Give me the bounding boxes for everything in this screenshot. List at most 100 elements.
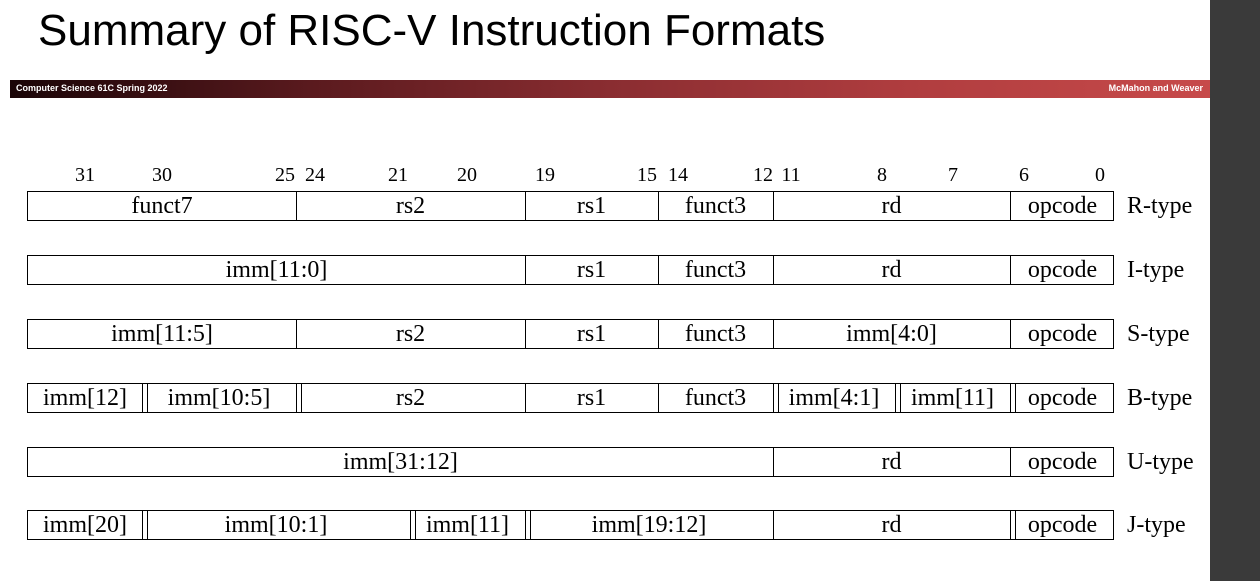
field-rd: rd xyxy=(881,512,902,538)
field-rs2: rs2 xyxy=(395,193,426,219)
field-rd: rd xyxy=(881,449,902,475)
field-rs1: rs1 xyxy=(576,193,607,219)
format-row-u-type: imm[31:12] rd opcode xyxy=(27,447,1114,477)
field-imm-11: imm[11] xyxy=(425,512,510,538)
field-opcode: opcode xyxy=(1027,385,1098,411)
field-imm-31-12: imm[31:12] xyxy=(343,449,458,475)
field-imm-20: imm[20] xyxy=(43,512,127,538)
field-separator xyxy=(900,384,901,412)
bit-label: 6 xyxy=(1019,164,1029,186)
field-separator xyxy=(410,511,411,539)
format-row-r-type: funct7 rs2 rs1 funct3 rd opcode xyxy=(27,191,1114,221)
format-name: U-type xyxy=(1127,449,1194,475)
field-separator xyxy=(296,320,297,348)
bit-label: 25 xyxy=(275,164,295,186)
field-opcode: opcode xyxy=(1027,193,1098,219)
field-separator xyxy=(658,192,659,220)
field-rs2: rs2 xyxy=(395,385,426,411)
course-name: Computer Science 61C Spring 2022 xyxy=(16,83,168,93)
format-name: S-type xyxy=(1127,321,1190,347)
field-separator xyxy=(773,256,774,284)
bit-label: 24 xyxy=(305,164,325,186)
format-row-i-type: imm[11:0] rs1 funct3 rd opcode xyxy=(27,255,1114,285)
field-imm-10-5: imm[10:5] xyxy=(167,385,271,411)
bit-label: 20 xyxy=(457,164,477,186)
authors: McMahon and Weaver xyxy=(1108,83,1203,93)
bit-label: 7 xyxy=(948,164,958,186)
bit-label: 21 xyxy=(388,164,408,186)
field-separator xyxy=(1010,256,1011,284)
field-rs1: rs1 xyxy=(576,257,607,283)
bit-label: 14 xyxy=(668,164,688,186)
field-funct7: funct7 xyxy=(131,193,193,219)
field-opcode: opcode xyxy=(1027,321,1098,347)
field-separator xyxy=(658,384,659,412)
format-name: J-type xyxy=(1127,512,1186,538)
field-separator xyxy=(1010,192,1011,220)
field-separator xyxy=(525,256,526,284)
field-imm-19-12: imm[19:12] xyxy=(591,512,707,538)
format-row-j-type: imm[20] imm[10:1] imm[11] imm[19:12] rd opcod… xyxy=(27,510,1114,540)
field-separator xyxy=(1010,320,1011,348)
slide: Summary of RISC-V Instruction Formats Co… xyxy=(10,6,1210,540)
field-opcode: opcode xyxy=(1027,449,1098,475)
field-imm-12: imm[12] xyxy=(43,385,127,411)
field-separator xyxy=(525,511,526,539)
field-funct3: funct3 xyxy=(684,257,747,283)
field-separator xyxy=(773,192,774,220)
field-opcode: opcode xyxy=(1027,257,1098,283)
field-separator xyxy=(1015,511,1016,539)
field-funct3: funct3 xyxy=(684,385,747,411)
field-separator xyxy=(530,511,531,539)
field-separator xyxy=(147,384,148,412)
bit-label: 19 xyxy=(535,164,555,186)
course-banner: Computer Science 61C Spring 2022 McMahon… xyxy=(10,80,1210,98)
field-separator xyxy=(415,511,416,539)
field-separator xyxy=(658,256,659,284)
field-separator xyxy=(1010,448,1011,476)
format-row-s-type: imm[11:5] rs2 rs1 funct3 imm[4:0] opcode xyxy=(27,319,1114,349)
field-rs1: rs1 xyxy=(576,385,607,411)
field-separator xyxy=(142,384,143,412)
field-imm-11: imm[11] xyxy=(910,385,995,411)
field-separator xyxy=(525,384,526,412)
field-separator xyxy=(296,192,297,220)
field-separator xyxy=(1015,384,1016,412)
field-separator xyxy=(142,511,143,539)
field-rd: rd xyxy=(881,193,902,219)
field-separator xyxy=(296,384,297,412)
field-funct3: funct3 xyxy=(684,193,747,219)
field-rs1: rs1 xyxy=(576,321,607,347)
field-separator xyxy=(1010,384,1011,412)
field-separator xyxy=(773,511,774,539)
format-name: R-type xyxy=(1127,193,1193,219)
field-separator xyxy=(778,384,779,412)
format-row-b-type: imm[12] imm[10:5] rs2 rs1 funct3 imm[4:1] imm[… xyxy=(27,383,1114,413)
field-rd: rd xyxy=(881,257,902,283)
field-imm-4-0: imm[4:0] xyxy=(846,321,937,347)
field-separator xyxy=(525,320,526,348)
bit-label: 8 xyxy=(877,164,887,186)
field-imm-4-1: imm[4:1] xyxy=(788,385,880,411)
bit-label: 15 xyxy=(637,164,657,186)
bit-label: 12 xyxy=(753,164,773,186)
field-imm-11-5: imm[11:5] xyxy=(111,321,213,347)
field-imm-10-1: imm[10:1] xyxy=(224,512,328,538)
field-separator xyxy=(147,511,148,539)
format-name: I-type xyxy=(1127,257,1185,283)
field-funct3: funct3 xyxy=(684,321,747,347)
field-separator xyxy=(525,192,526,220)
slide-title: Summary of RISC-V Instruction Formats xyxy=(38,6,826,55)
field-separator xyxy=(301,384,302,412)
field-separator xyxy=(1010,511,1011,539)
field-separator xyxy=(895,384,896,412)
field-imm-11-0: imm[11:0] xyxy=(225,257,328,283)
format-name: B-type xyxy=(1127,385,1193,411)
field-separator xyxy=(773,448,774,476)
field-opcode: opcode xyxy=(1027,512,1098,538)
bit-label: 30 xyxy=(152,164,172,186)
field-separator xyxy=(773,320,774,348)
bit-label: 0 xyxy=(1095,164,1105,186)
field-rs2: rs2 xyxy=(395,321,426,347)
field-separator xyxy=(658,320,659,348)
